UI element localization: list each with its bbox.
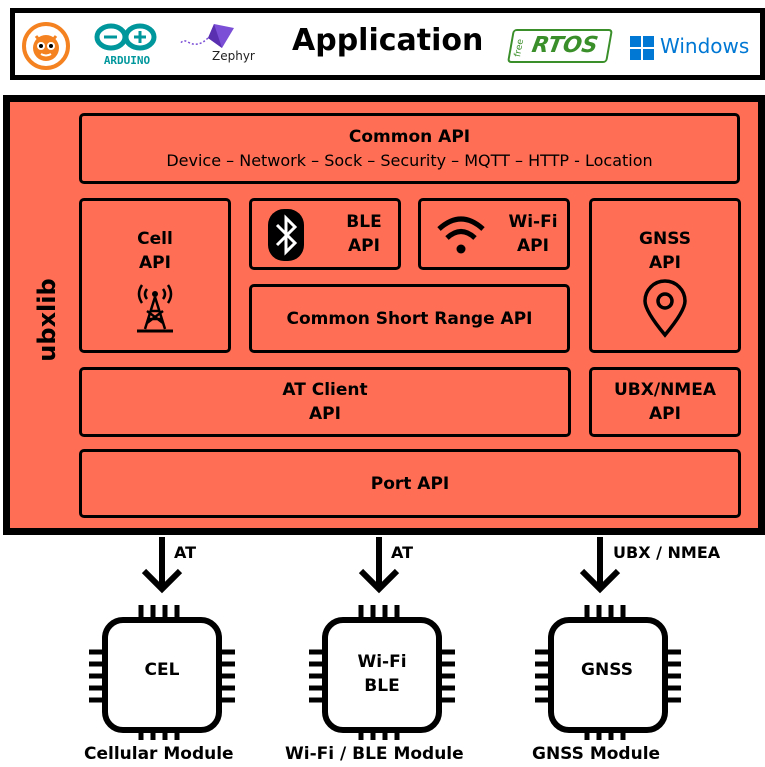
arduino-logo-text: ARDUINO [103,54,151,67]
common-api-box: Common API Device – Network – Sock – Sec… [79,113,740,184]
cell-tower-icon [137,284,173,333]
at-client-api-line2: API [309,404,341,424]
common-short-range-api-box: Common Short Range API [249,284,570,353]
arduino-logo-icon [94,23,157,51]
at-client-api-box: AT Client API [79,367,571,437]
arrow-wifi-ble [358,537,400,594]
chip-label-cel: CEL [144,660,180,680]
module-name-wifi-ble: Wi-Fi / BLE Module [285,744,464,764]
chip-label-wifi-ble: Wi-Fi BLE [345,650,419,698]
freertos-logo: free RTOS [507,29,613,63]
at-client-api-line1: AT Client [282,380,368,400]
ubx-nmea-api-box: UBX/NMEA API [589,367,741,437]
wifi-api-line2: API [517,236,549,256]
wifi-api-text: Wi-Fi API [501,210,565,258]
wifi-api-box: Wi-Fi API [418,198,570,270]
location-pin-icon [643,279,687,338]
cell-api-line1: Cell [137,229,173,249]
gnss-api-line2: API [649,253,681,273]
module-name-cellular: Cellular Module [84,744,234,764]
freertos-free-text: free [513,39,527,57]
ubx-nmea-api-line1: UBX/NMEA [614,380,716,400]
cell-api-box: Cell API [79,198,231,353]
common-short-range-api-label: Common Short Range API [286,308,533,329]
ble-api-line2: API [348,236,380,256]
gnss-api-box: GNSS API [589,198,741,353]
link-label-wifi-ble: AT [391,543,414,562]
ble-api-box: BLE API [249,198,401,270]
zephyr-logo-text: Zephyr [212,49,255,63]
module-name-gnss: GNSS Module [532,744,661,764]
wifi-api-line1: Wi-Fi [508,212,558,232]
ble-api-text: BLE API [338,210,390,258]
cell-api-line2: API [139,253,171,273]
freertos-text: RTOS [529,33,600,58]
chip-label-wifi: Wi-Fi [357,652,407,672]
chip-label-gnss: GNSS [581,660,633,680]
wifi-icon [437,216,485,254]
common-api-subtitle: Device – Network – Sock – Security – MQT… [166,150,653,170]
arrow-cellular [141,537,183,594]
ble-api-line1: BLE [346,212,382,232]
connection-arrows [141,537,621,594]
chip-label-ble: BLE [364,676,400,696]
link-label-cellular: AT [174,543,197,562]
bluetooth-icon [268,209,304,261]
windows-logo-text: Windows [660,34,750,58]
ubx-nmea-api-line2: API [649,404,681,424]
platformio-logo-icon [22,22,70,70]
common-api-title: Common API [348,126,471,147]
port-api-label: Port API [370,473,450,494]
zephyr-kite-icon [179,24,234,48]
port-api-box: Port API [79,449,741,518]
arrow-gnss [579,537,621,594]
ubxlib-label: ubxlib [33,278,61,362]
windows-logo-icon [630,36,654,60]
link-label-gnss: UBX / NMEA [613,543,721,562]
gnss-api-line1: GNSS [639,229,691,249]
application-title: Application [292,23,484,58]
